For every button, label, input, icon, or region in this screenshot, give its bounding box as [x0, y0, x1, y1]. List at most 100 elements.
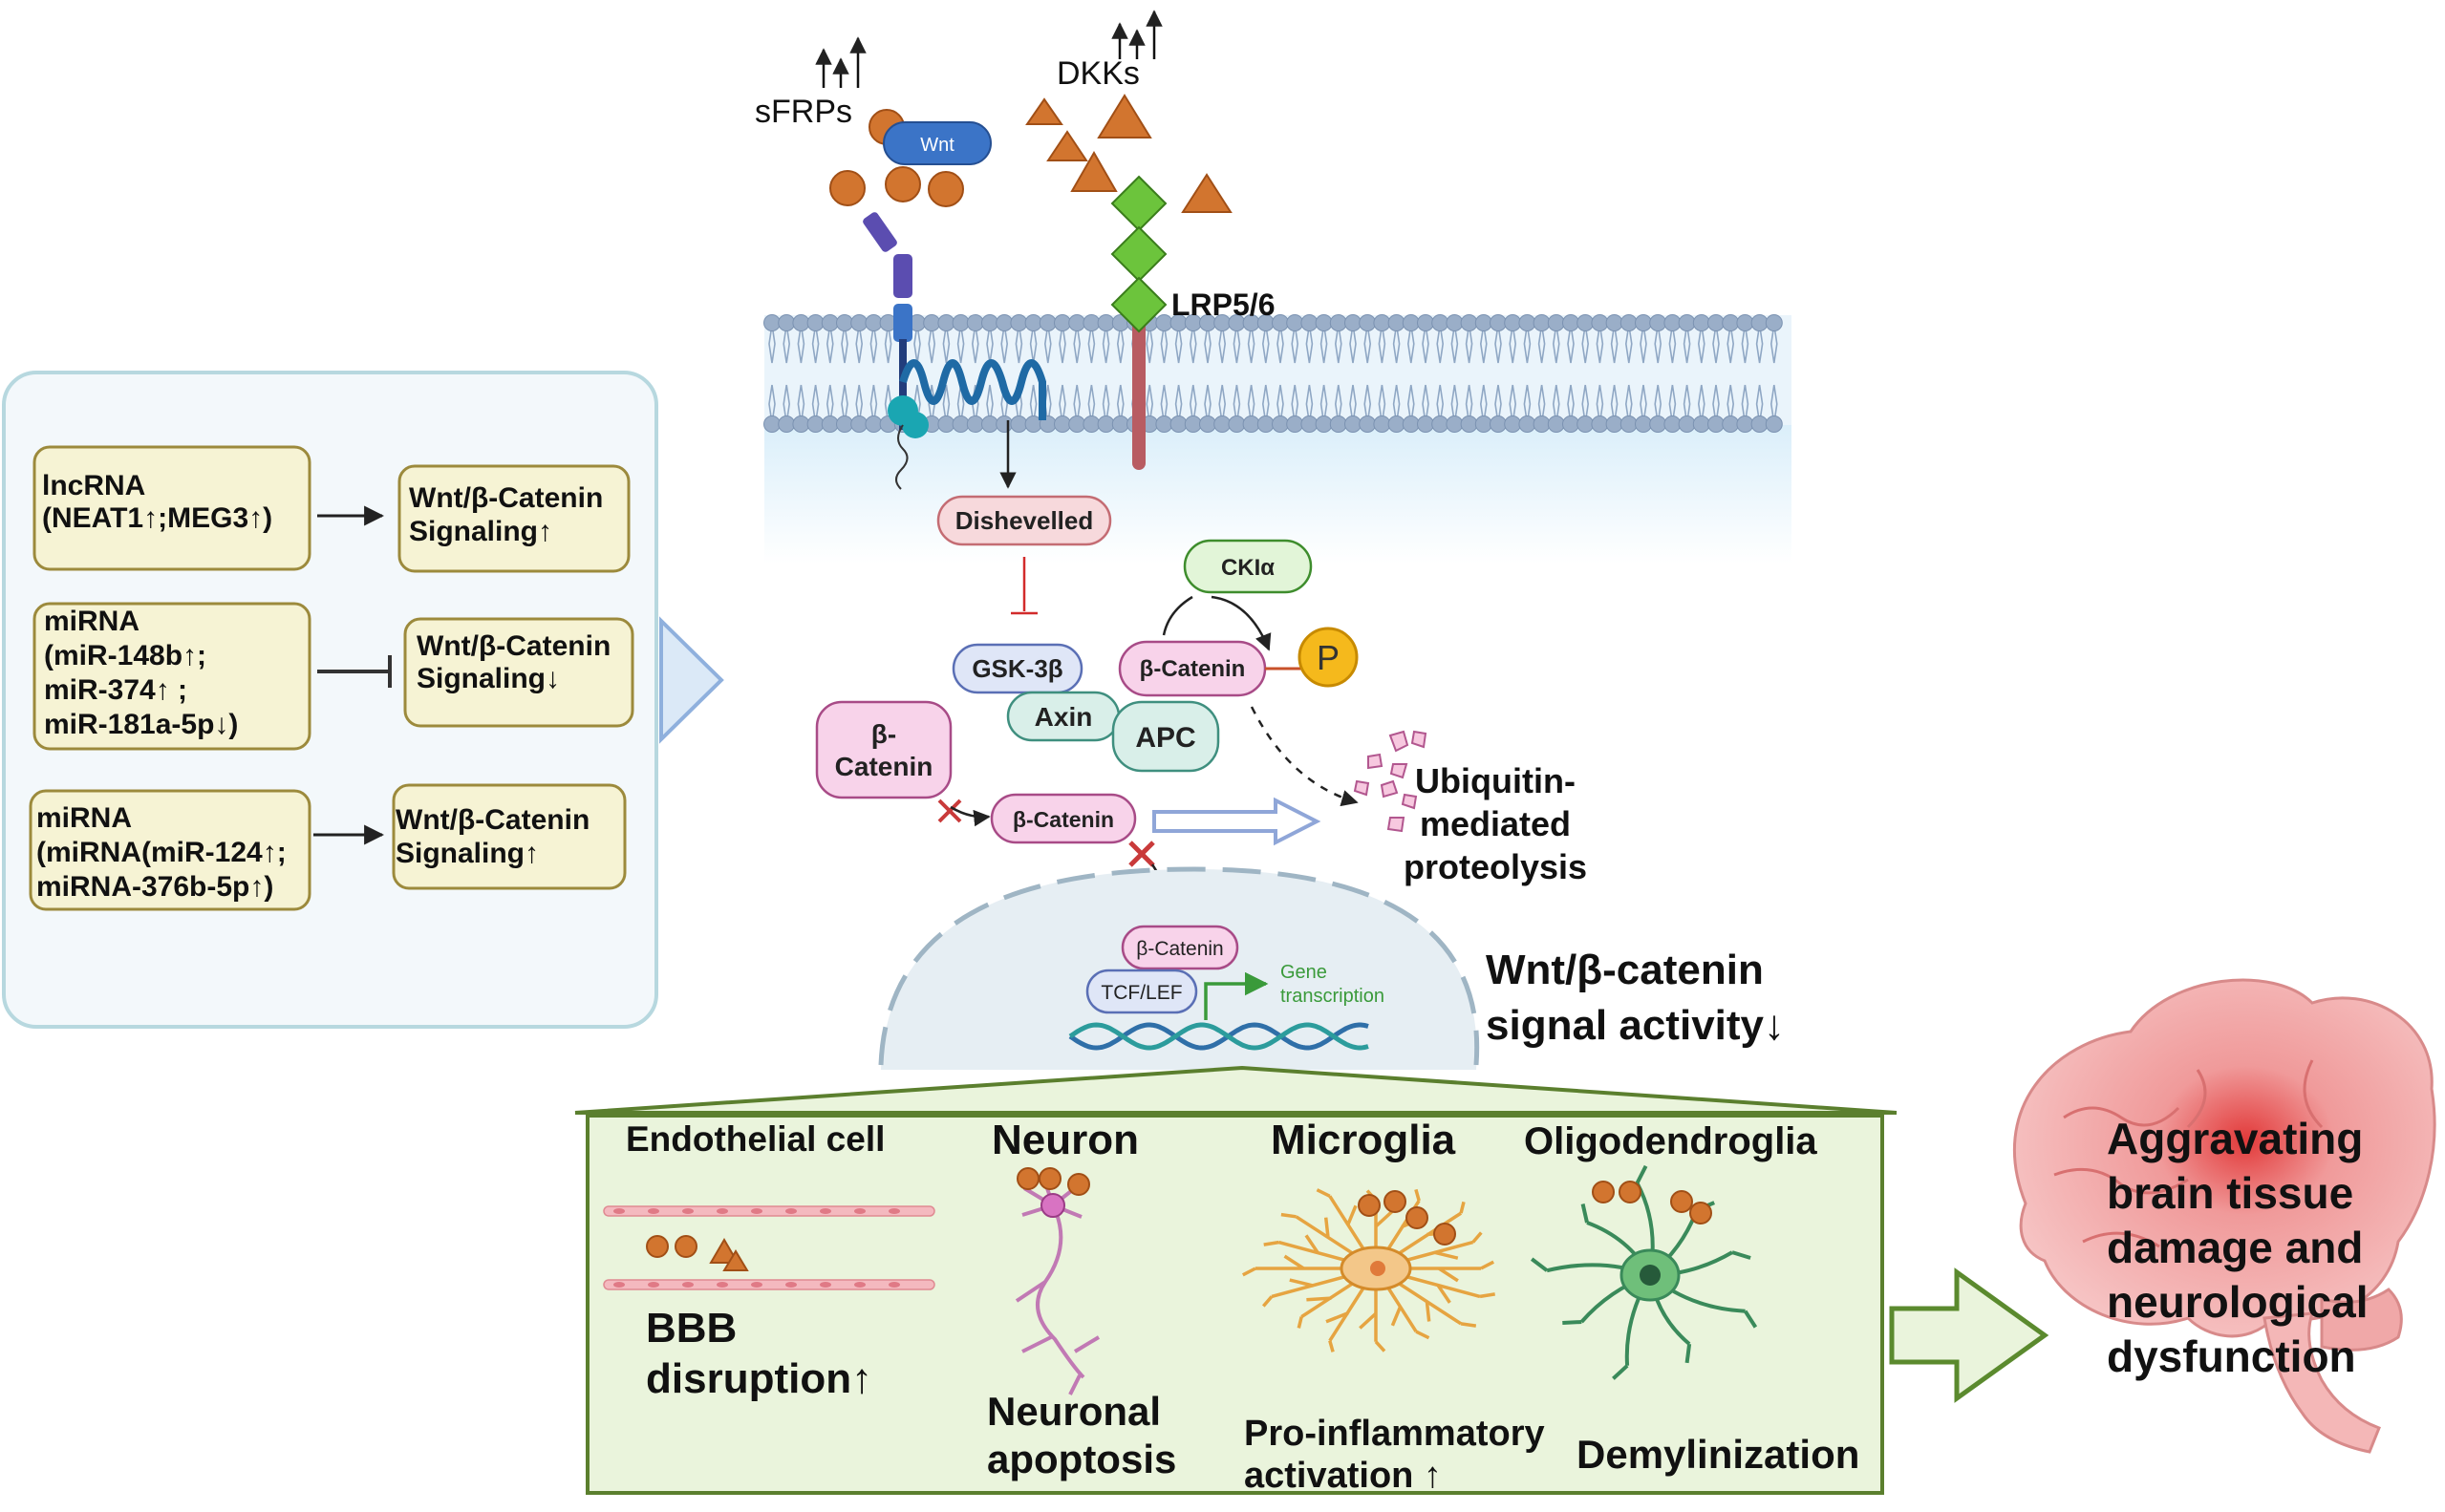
dishevelled-label: Dishevelled	[955, 506, 1094, 535]
beta-catenin-complex-label: β-Catenin	[1140, 656, 1246, 682]
dkks-up-arrows-icon	[1111, 10, 1163, 59]
svg-text:Signaling↑: Signaling↑	[396, 838, 539, 869]
gene-transcription-label: Gene transcription	[1280, 962, 1384, 1007]
ckia-box: CKIα	[1183, 539, 1313, 594]
panel-pointer-icon	[659, 616, 724, 744]
svg-text:TCF/LEF: TCF/LEF	[1101, 982, 1182, 1004]
dkk-protein	[1046, 130, 1088, 161]
dishevelled-box: Dishevelled	[936, 495, 1112, 546]
endothelial-title: Endothelial cell	[626, 1119, 885, 1159]
sfrp-protein	[885, 166, 921, 202]
ubiquitin-label: Ubiquitin- mediated proteolysis	[1404, 761, 1587, 886]
gsk3b-label: GSK-3β	[972, 654, 1062, 683]
svg-text:BBB: BBB	[646, 1305, 737, 1352]
svg-text:dysfunction: dysfunction	[2107, 1331, 2356, 1381]
svg-text:Wnt/β-Catenin: Wnt/β-Catenin	[409, 482, 603, 514]
svg-text:activation ↑: activation ↑	[1244, 1456, 1442, 1496]
apc-box: APC	[1111, 700, 1220, 773]
rna-row-3: miRNA (miRNA(miR-124↑; miRNA-376b-5p↑) W…	[29, 783, 627, 911]
frizzled-receptor	[863, 212, 1046, 490]
beta-catenin-complex-box: β-Catenin	[1118, 640, 1267, 697]
svg-text:disruption↑: disruption↑	[646, 1355, 872, 1402]
beta-catenin-mid-label: β-Catenin	[1013, 807, 1114, 832]
endothelial-cell-group: Endothelial cell BBB disruption↑	[603, 1119, 935, 1402]
rna-source-box	[32, 602, 311, 751]
blocked-x-icon	[937, 799, 962, 823]
svg-text:Signaling↓: Signaling↓	[417, 663, 560, 694]
svg-text:(miRNA(miR-124↑;: (miRNA(miR-124↑;	[36, 837, 287, 868]
rna-source-box	[32, 445, 311, 571]
phosphate-icon: P	[1298, 627, 1359, 688]
svg-text:damage and: damage and	[2107, 1223, 2363, 1272]
outcome-label: Aggravating brain tissue damage and neur…	[2107, 1114, 2368, 1381]
wnt-label: Wnt	[920, 135, 954, 156]
signaling-effect-box	[403, 617, 634, 728]
outcome-arrow-icon	[1889, 1267, 2049, 1403]
wnt-ligand	[883, 121, 992, 165]
tcf-lef-box: TCF/LEF	[1085, 969, 1198, 1014]
svg-text:Catenin: Catenin	[835, 752, 933, 781]
ubiquitin-fragments	[1353, 730, 1427, 833]
sfrp-protein	[928, 171, 964, 207]
svg-text:Wnt/β-Catenin: Wnt/β-Catenin	[417, 630, 611, 662]
endothelial-layer-icon	[603, 1205, 935, 1217]
neuron-group: Neuron Neuronal apoptosis	[987, 1117, 1176, 1481]
svg-text:miR-181a-5p↓): miR-181a-5p↓)	[44, 709, 238, 740]
neuron-icon	[1015, 1176, 1101, 1395]
axin-label: Axin	[1035, 702, 1093, 732]
microglia-title: Microglia	[1271, 1117, 1456, 1163]
dkk-protein	[1025, 97, 1063, 125]
dishevelled-inhibition-icon	[1011, 557, 1038, 615]
svg-text:proteolysis: proteolysis	[1404, 847, 1587, 886]
dkks-label: DKKs	[1057, 55, 1140, 92]
svg-text:miRNA-376b-5p↑): miRNA-376b-5p↑)	[36, 871, 273, 903]
nuclear-beta-catenin-box: β-Catenin	[1121, 925, 1239, 970]
rna-row-2: miRNA (miR-148b↑; miR-374↑ ; miR-181a-5p…	[32, 602, 634, 751]
sfrps-group: sFRPs Wnt	[755, 36, 992, 207]
dkks-group: DKKs	[1025, 10, 1233, 213]
sfrps-up-arrows-icon	[815, 36, 867, 88]
oligodendroglia-group: Oligodendroglia Demylinization	[1524, 1120, 1859, 1477]
sfrps-label: sFRPs	[755, 94, 852, 130]
dkk-protein	[1181, 173, 1233, 213]
signaling-effect-box	[397, 464, 631, 573]
neuron-title: Neuron	[992, 1117, 1139, 1163]
lrp56-receptor: LRP5/6	[1110, 175, 1275, 470]
brain-icon	[2013, 978, 2436, 1454]
svg-text:β-: β-	[871, 719, 896, 749]
dkk-protein	[1070, 150, 1118, 192]
signaling-effect-box	[392, 783, 627, 890]
rna-row-1: lncRNA (NEAT1↑;MEG3↑) Wnt/β-Catenin Sign…	[32, 445, 631, 573]
svg-text:Wnt/β-Catenin: Wnt/β-Catenin	[396, 804, 590, 836]
blocked-x-icon	[1128, 841, 1155, 867]
svg-text:β-Catenin: β-Catenin	[1136, 938, 1223, 960]
endothelial-layer-icon	[603, 1279, 935, 1290]
degradation-arrow-icon	[1152, 797, 1321, 846]
gsk3b-box: GSK-3β	[952, 643, 1083, 694]
dkk-protein	[1097, 94, 1152, 138]
microglia-group: Microglia Pro-inflammatory activation ↑	[1241, 1117, 1545, 1496]
cell-membrane	[763, 314, 1791, 564]
axin-box: Axin	[1006, 691, 1121, 742]
svg-text:apoptosis: apoptosis	[987, 1437, 1176, 1481]
svg-text:(NEAT1↑;MEG3↑): (NEAT1↑;MEG3↑)	[42, 502, 272, 534]
svg-text:Ubiquitin-: Ubiquitin-	[1415, 761, 1576, 800]
svg-text:miRNA: miRNA	[36, 802, 132, 834]
dna-helix-icon	[1068, 1022, 1369, 1051]
svg-text:(miR-148b↑;: (miR-148b↑;	[44, 640, 206, 671]
ckia-label: CKIα	[1221, 555, 1275, 581]
phosphate-label: P	[1317, 638, 1340, 677]
svg-text:transcription: transcription	[1280, 986, 1384, 1007]
svg-text:Aggravating: Aggravating	[2107, 1114, 2363, 1163]
rna-source-box	[29, 789, 311, 911]
svg-text:Signaling↑: Signaling↑	[409, 516, 552, 547]
svg-text:brain tissue: brain tissue	[2107, 1168, 2353, 1218]
svg-text:neurological: neurological	[2107, 1277, 2368, 1327]
svg-text:mediated: mediated	[1420, 804, 1571, 843]
sfrp-protein	[829, 170, 866, 206]
svg-text:signal activity↓: signal activity↓	[1486, 1002, 1785, 1049]
apc-label: APC	[1135, 722, 1195, 754]
signal-activity-label: Wnt/β-catenin signal activity↓	[1486, 947, 1785, 1049]
svg-text:lncRNA: lncRNA	[42, 470, 145, 501]
